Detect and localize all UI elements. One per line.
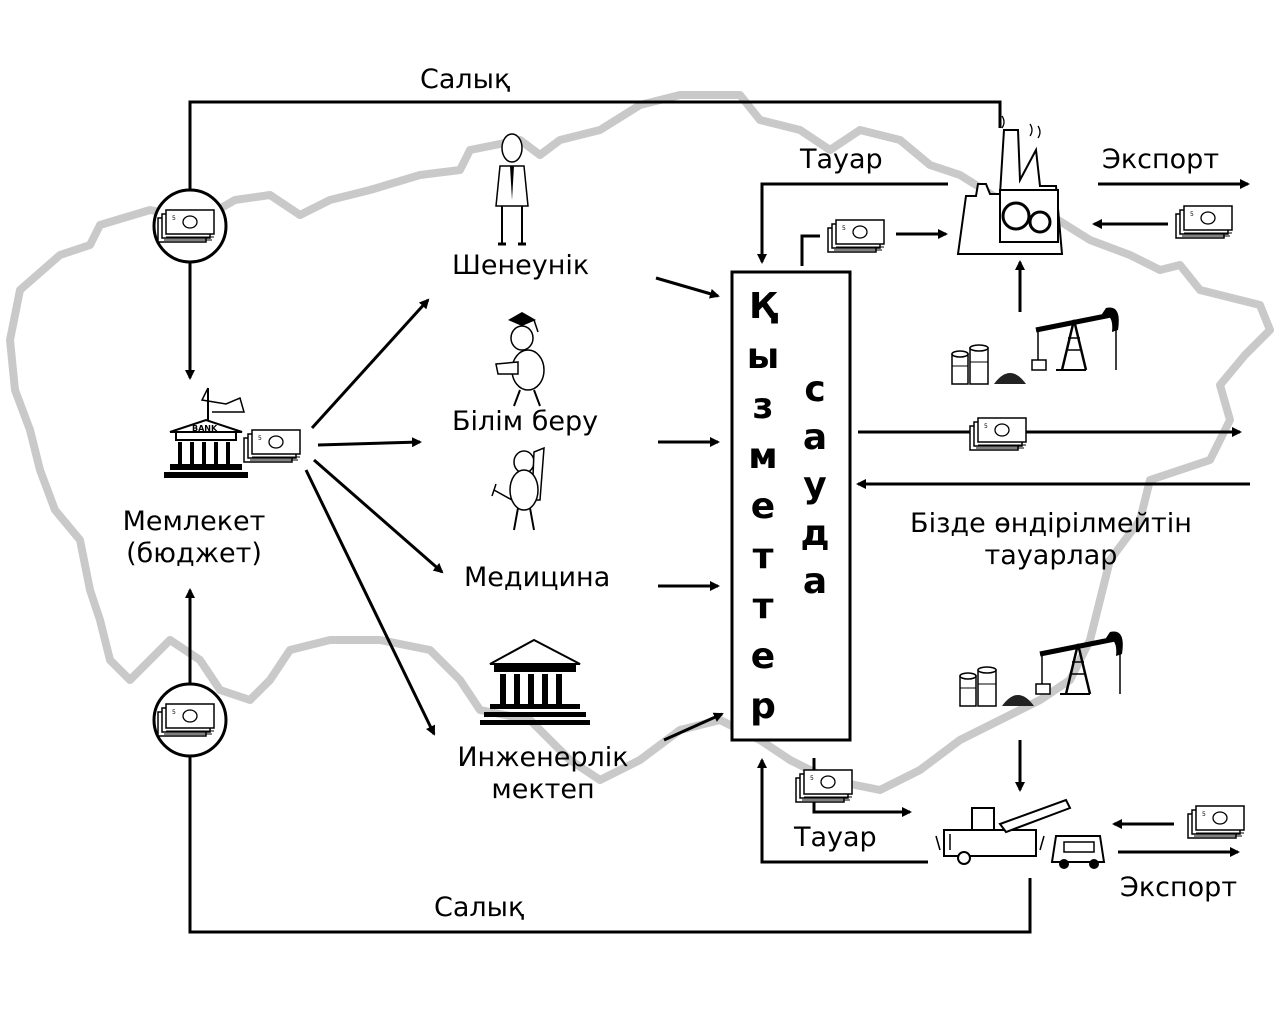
harvester-icon [935, 798, 1072, 865]
bank-building-icon [164, 387, 248, 478]
services-vertical-label: Қ ы з м е т т е р [738, 282, 788, 732]
services-letter: м [748, 436, 778, 477]
money-stack-icon [827, 219, 885, 253]
oil-pump-icon [1036, 631, 1123, 694]
budget-to-engineering-arrow [304, 469, 436, 736]
engineering-to-services-arrow [663, 712, 724, 742]
goods-label-top: Тауар [800, 144, 883, 175]
classical-building-icon [480, 638, 590, 725]
services-letter: т [752, 536, 774, 577]
sector-engineering-line1: Инженерлік [457, 742, 629, 773]
services-letter: е [750, 636, 776, 677]
trade-letter: а [802, 417, 828, 458]
sector-medicine-label: Медицина [464, 562, 611, 593]
services-letter: т [752, 586, 774, 627]
services-trade-box [730, 270, 852, 742]
official-person-icon [495, 133, 529, 246]
truck-icon [1050, 835, 1106, 869]
services-letter: Қ [749, 286, 777, 327]
services-letter: з [752, 386, 774, 427]
money-stack-icon [1187, 805, 1245, 839]
oil-barrels-icon [959, 666, 1035, 707]
factory-icon [956, 115, 1064, 255]
state-label: Мемлекет [122, 506, 266, 537]
tax-flow-bottom [188, 756, 1032, 934]
state-budget-label: Мемлекет (бюджет) [104, 506, 284, 570]
sector-engineering-line2: мектеп [491, 774, 595, 805]
services-letter: ы [746, 336, 780, 377]
services-letter: р [750, 686, 776, 727]
tax-flow-top [188, 100, 1002, 190]
money-stack-icon [795, 769, 853, 803]
imports-line1: Бізде өндірілмейтін [910, 508, 1192, 539]
money-stack-icon [157, 703, 215, 737]
trade-letter: а [802, 561, 828, 602]
money-stack-icon [1175, 205, 1233, 239]
oil-pump-icon [1032, 307, 1119, 370]
money-flow-to-factory [800, 234, 820, 266]
trade-letter: д [800, 513, 830, 554]
money-stack-icon [969, 417, 1027, 451]
budget-to-medicine-arrow [313, 458, 444, 574]
export-label-bottom: Экспорт [1120, 872, 1238, 903]
budget-to-official-arrow [310, 298, 430, 430]
imports-label: Бізде өндірілмейтін тауарлар [884, 508, 1218, 572]
sector-education-label: Білім беру [452, 406, 599, 437]
sector-engineering-label: Инженерлік мектеп [448, 742, 638, 806]
official-to-services-arrow [655, 276, 720, 299]
imports-line2: тауарлар [984, 540, 1118, 571]
budget-to-education-arrow [317, 437, 422, 448]
goods-label-bottom: Тауар [794, 822, 877, 853]
money-stack-icon [243, 429, 301, 463]
doctor-icon [491, 446, 545, 531]
budget-label: (бюджет) [126, 538, 262, 569]
money-stack-icon [157, 209, 215, 243]
trade-letter: у [803, 465, 827, 506]
goods-flow-bottom [757, 758, 928, 864]
export-label-top: Экспорт [1102, 144, 1220, 175]
trade-letter: с [804, 369, 826, 410]
bank-sign: BANK [192, 424, 218, 433]
goods-flow-top [757, 182, 948, 264]
graduate-student-icon [495, 312, 545, 407]
oil-barrels-icon [951, 344, 1027, 385]
sector-official-label: Шенеунік [452, 250, 590, 281]
services-letter: е [750, 486, 776, 527]
trade-vertical-label: с а у д а [790, 366, 840, 606]
tax-label-top: Салық [420, 64, 511, 95]
tax-label-bottom: Салық [434, 892, 525, 923]
